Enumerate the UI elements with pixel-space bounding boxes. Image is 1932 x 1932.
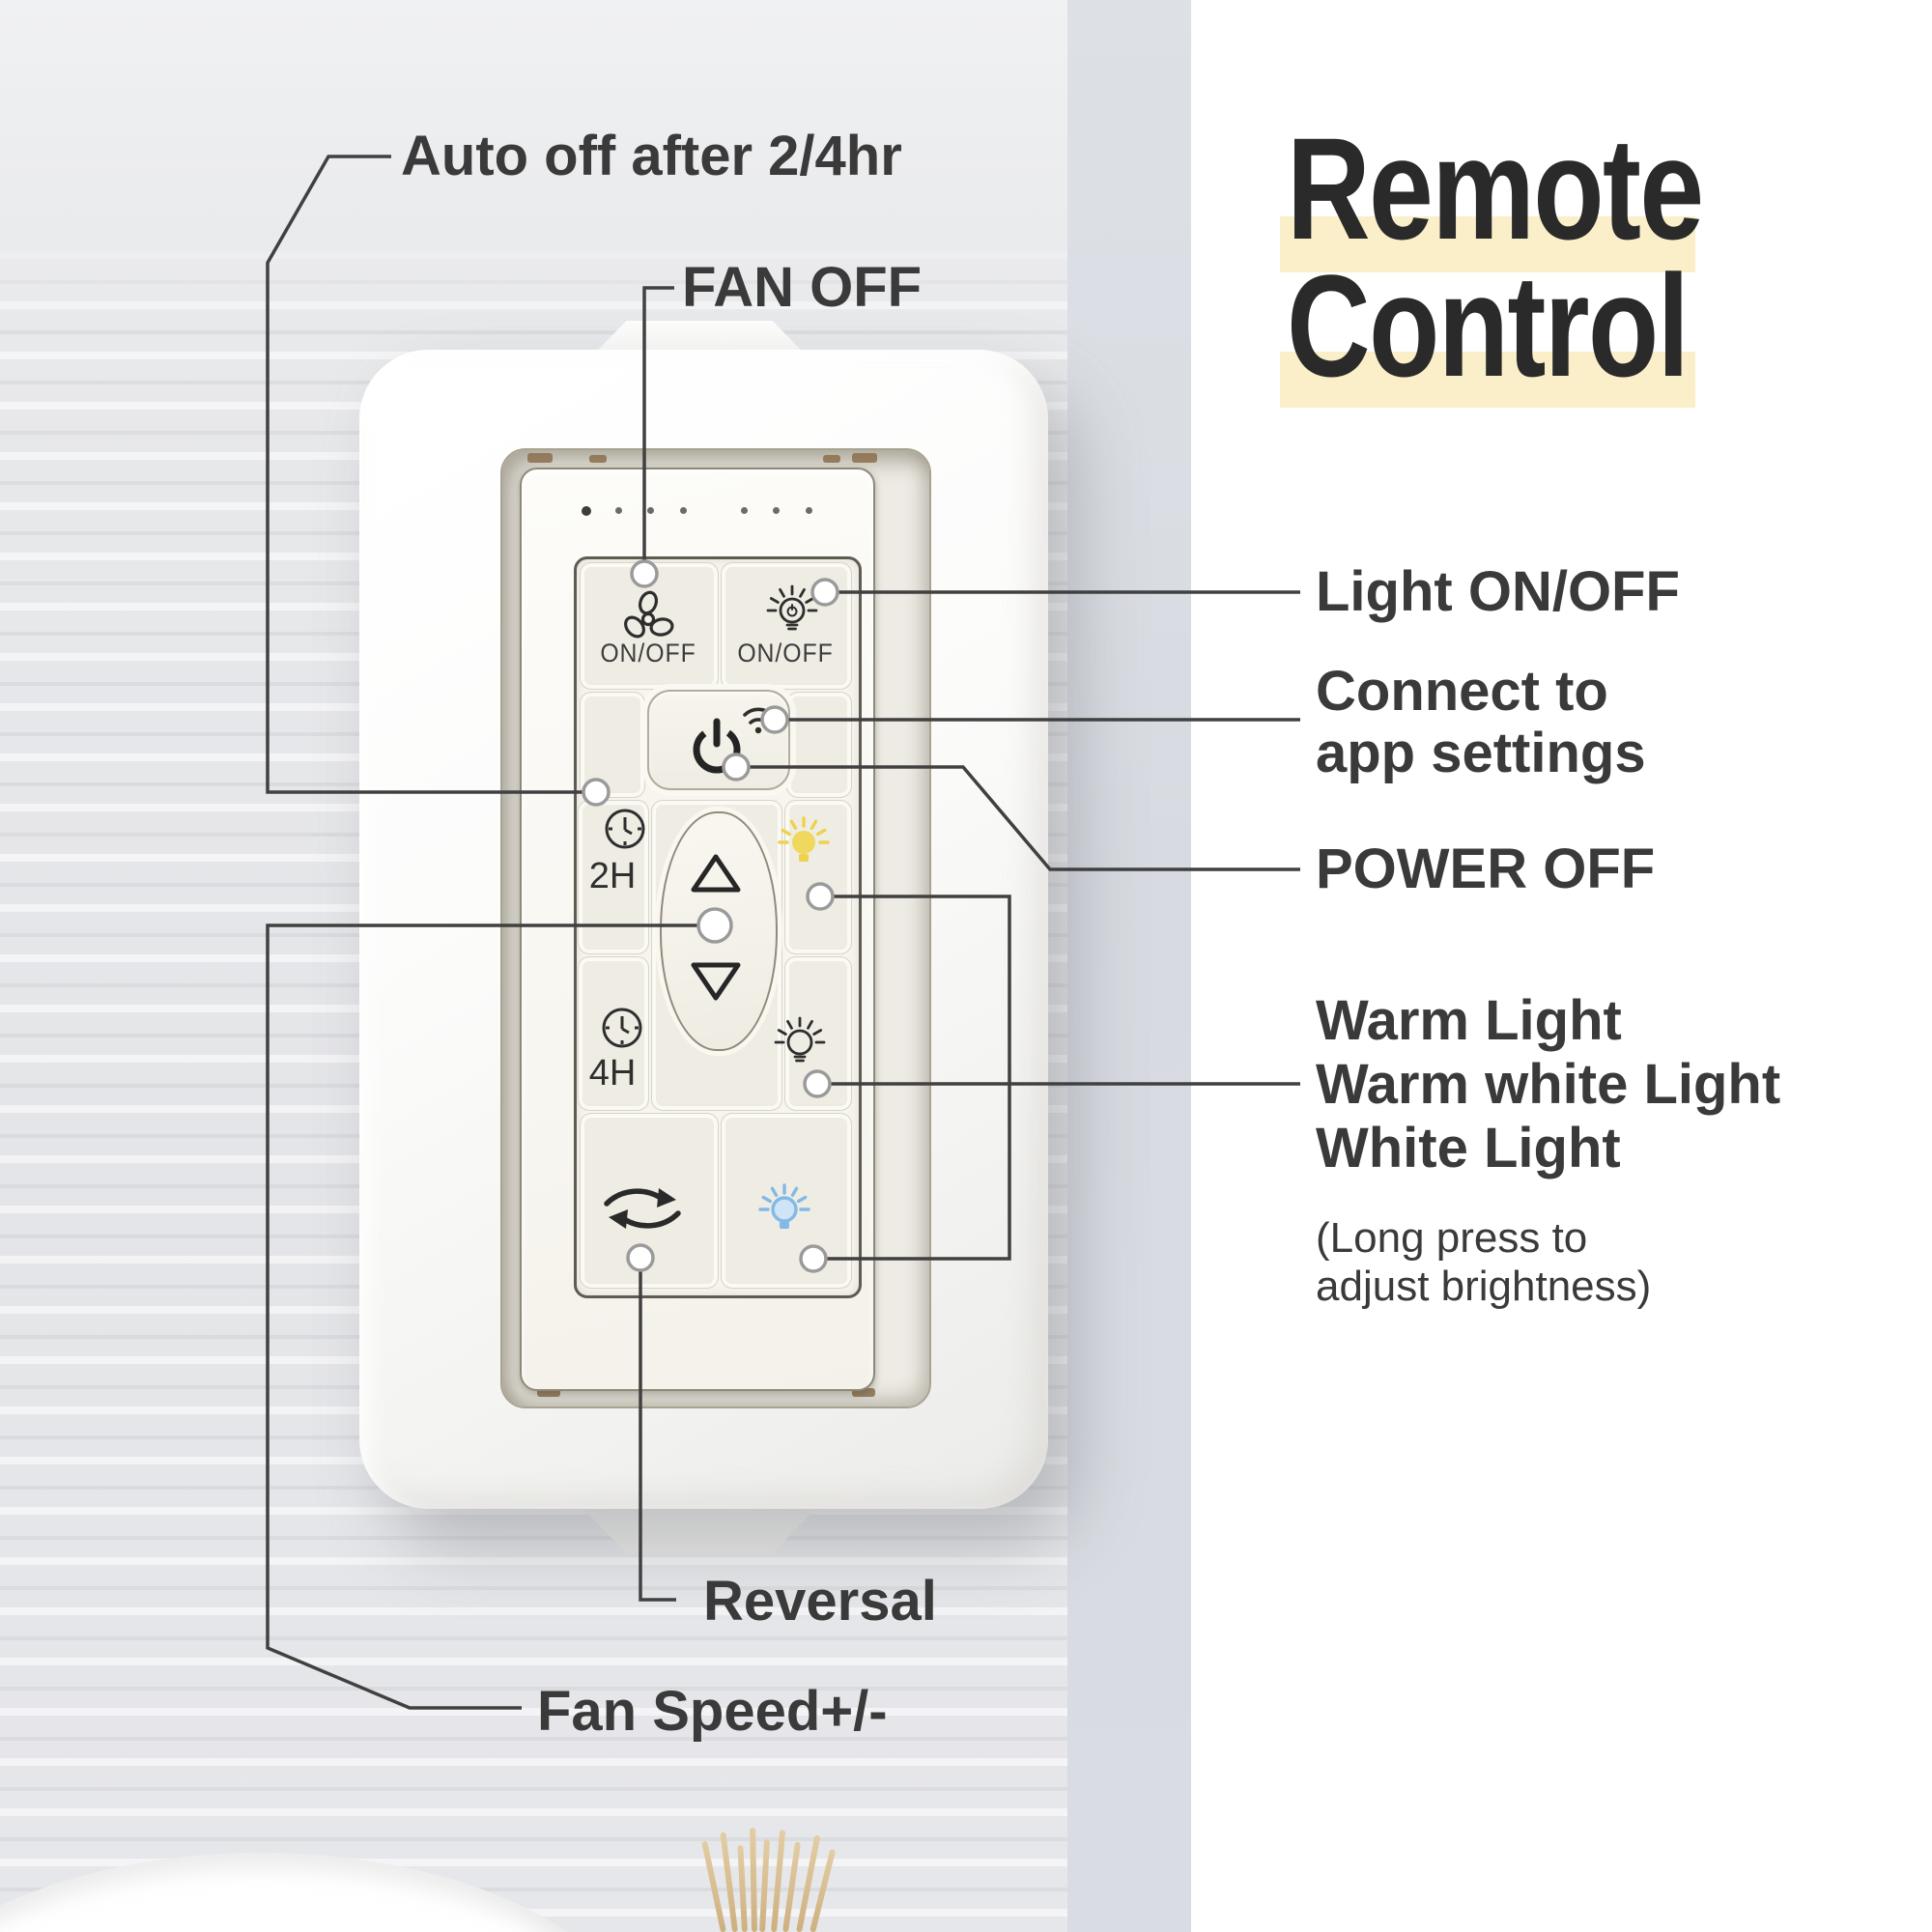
led-dot: [647, 507, 654, 514]
page-title-line2: Control: [1287, 244, 1690, 407]
power-icon: [693, 718, 741, 774]
callout-fan-speed: Fan Speed+/-: [537, 1680, 888, 1743]
leader-power-off: [749, 765, 1300, 871]
callout-connect-line1: Connect to: [1316, 660, 1608, 723]
callout-reversal: Reversal: [703, 1570, 937, 1633]
title-highlight-2: [1280, 352, 1695, 408]
timer-2h-button: [578, 800, 649, 954]
leader-auto-off: [266, 155, 583, 794]
marker-warm-white-light: [803, 1069, 832, 1098]
callout-warm-light: Warm Light: [1316, 989, 1622, 1052]
triangle-down-icon: [691, 962, 741, 1001]
clip-slot: [527, 453, 553, 463]
reverse-arrows-icon: [604, 1188, 681, 1229]
led-dot: [615, 507, 622, 514]
fan-icon: [624, 590, 674, 639]
callout-light-onoff: Light ON/OFF: [1316, 560, 1680, 623]
timer-2h-label: 2H: [588, 856, 637, 896]
clip-slot: [852, 453, 877, 463]
fan-onoff-label: ON/OFF: [600, 639, 696, 668]
wall-gray-band: [1067, 0, 1191, 1932]
marker-power-off: [722, 753, 751, 781]
title-highlight-1: [1280, 216, 1695, 272]
marker-fan-speed: [696, 907, 733, 944]
callout-connect-line2: app settings: [1316, 722, 1646, 784]
led-dot: [806, 507, 812, 514]
callout-auto-off: Auto off after 2/4hr: [401, 125, 902, 187]
led-dot: [773, 507, 780, 514]
callout-white-light: White Light: [1316, 1117, 1621, 1179]
clip-slot: [589, 455, 607, 463]
marker-white-light: [799, 1244, 828, 1273]
callout-warm-white-light: Warm white Light: [1316, 1053, 1781, 1116]
marker-reversal: [626, 1243, 655, 1272]
timer-4h-label: 4H: [588, 1053, 637, 1094]
marker-warm-light: [806, 882, 835, 911]
callout-power-off: POWER OFF: [1316, 838, 1656, 900]
clip-slot: [823, 455, 840, 463]
led-dot: [582, 506, 591, 516]
white-side-panel: [1191, 0, 1932, 1932]
timer-4h-button: [578, 956, 649, 1111]
clip-slot: [852, 1388, 875, 1397]
marker-fan-off: [630, 559, 659, 588]
clock-4h-icon: [602, 1008, 642, 1048]
leader-fan-off: [642, 286, 674, 561]
page-title-line1: Remote: [1287, 107, 1704, 270]
callout-fan-off: FAN OFF: [682, 256, 923, 319]
wall-top-band: [0, 0, 1191, 324]
keypad-tile: [786, 692, 852, 798]
marker-light-onoff: [810, 578, 839, 607]
clip-slot: [537, 1388, 560, 1397]
bulb-power-icon: [766, 584, 818, 631]
triangle-up-icon: [691, 854, 741, 893]
leader-reversal: [639, 1270, 676, 1602]
led-dot: [680, 507, 687, 514]
led-dot: [741, 507, 748, 514]
bulb-outline-icon: [774, 1016, 826, 1063]
callout-note-line2: adjust brightness): [1316, 1263, 1652, 1310]
light-onoff-label: ON/OFF: [737, 639, 834, 668]
bulb-blue-icon: [758, 1183, 810, 1229]
marker-timer-2h: [582, 778, 611, 807]
clock-2h-icon: [605, 809, 645, 849]
marker-wifi: [760, 705, 789, 734]
bulb-yellow-icon: [778, 816, 830, 862]
callout-note-line1: (Long press to: [1316, 1214, 1588, 1262]
leader-fan-speed: [266, 923, 698, 1710]
leader-warm-group: [827, 895, 1011, 1261]
